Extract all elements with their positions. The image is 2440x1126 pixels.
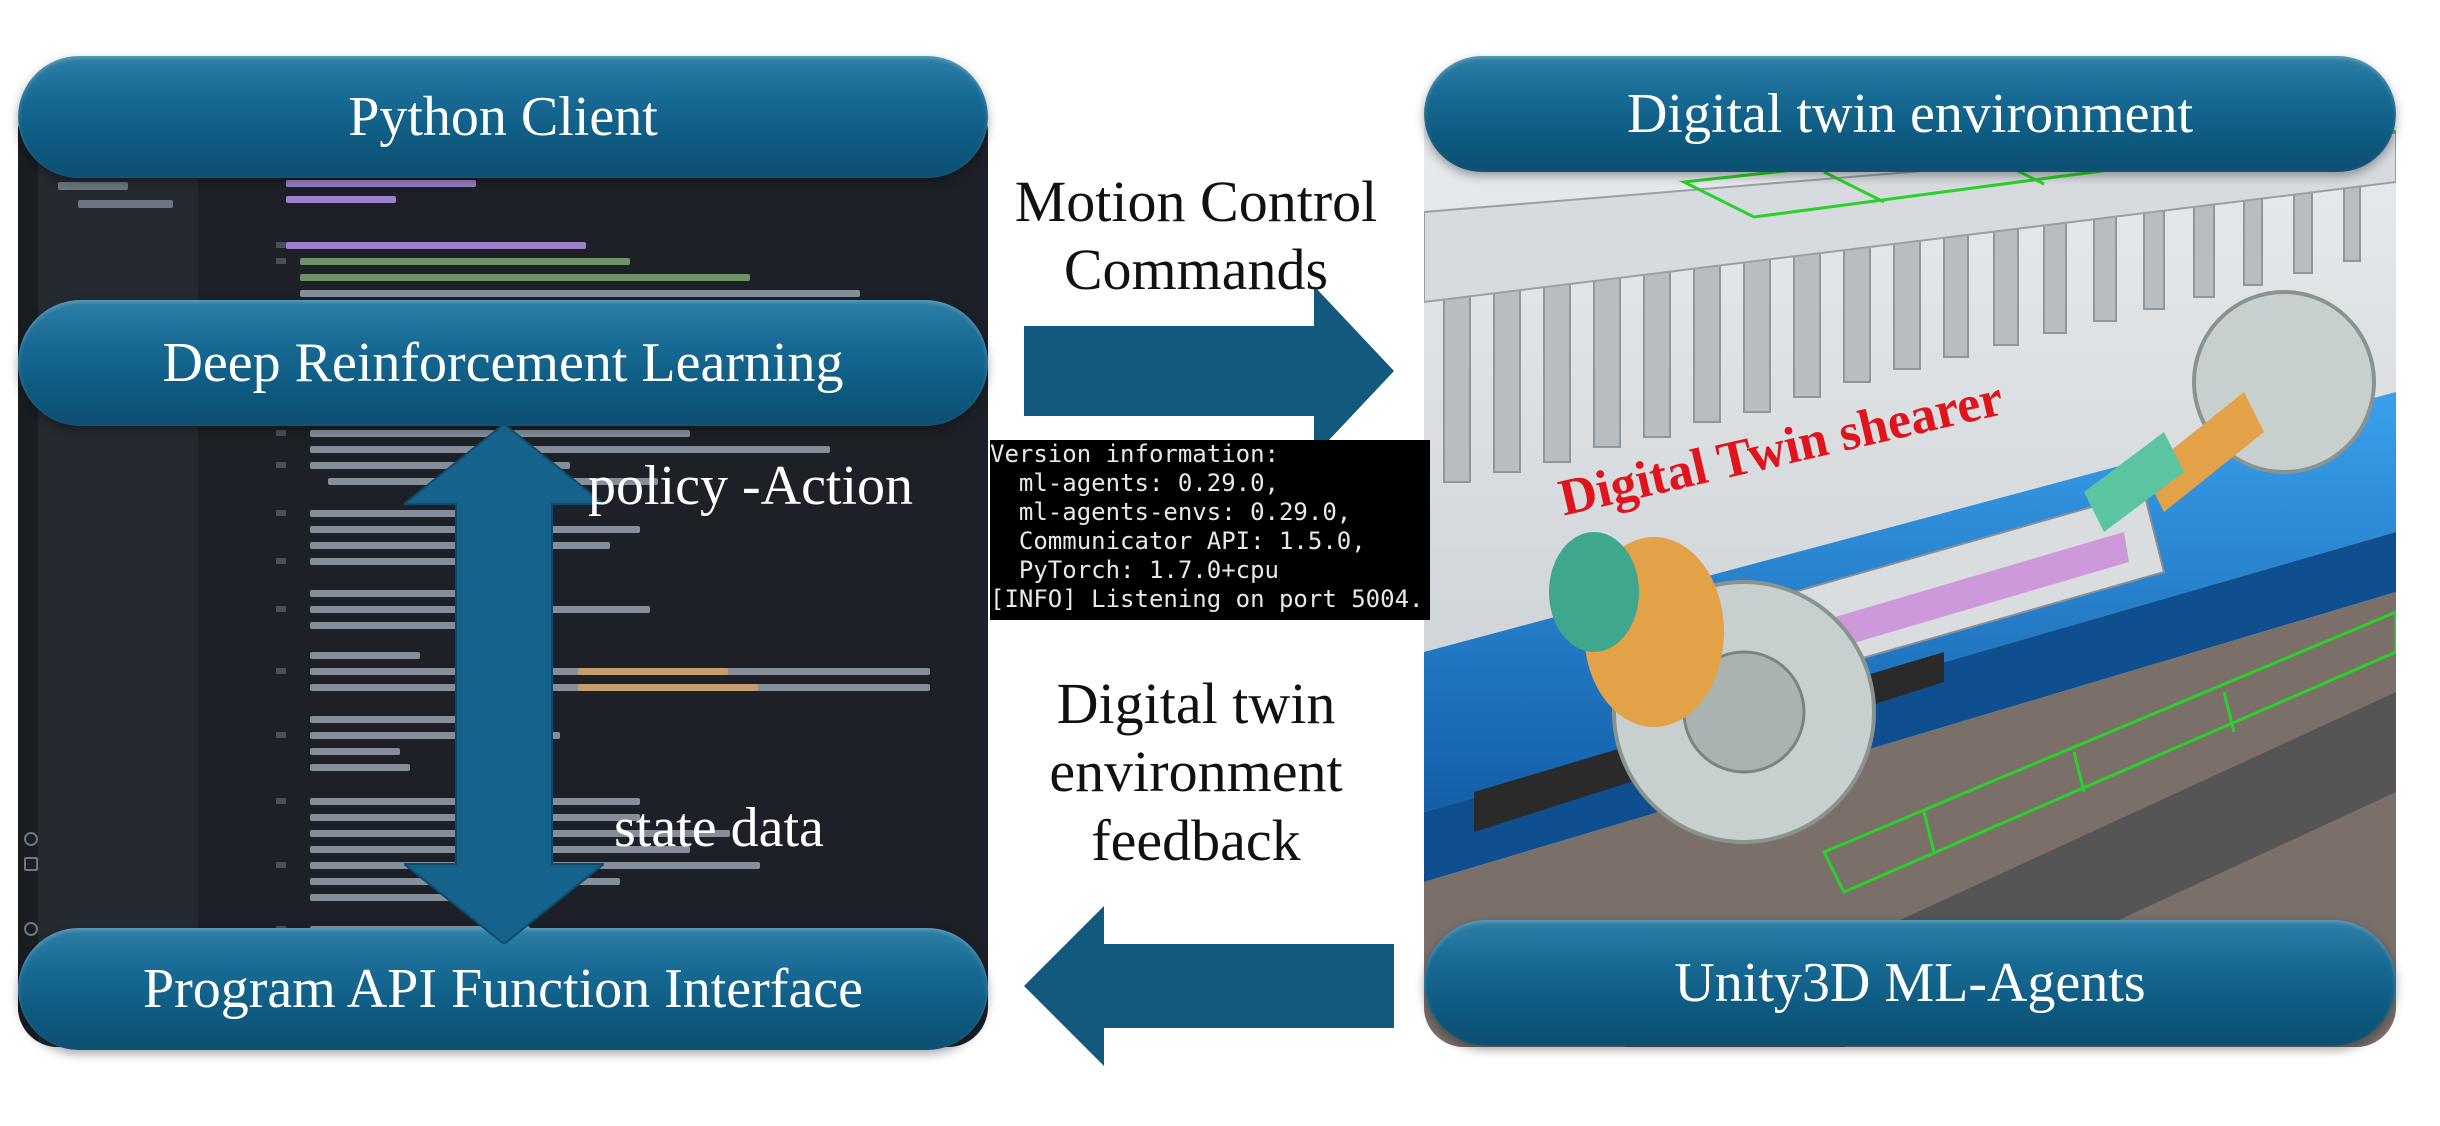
policy-action-label: policy -Action bbox=[588, 455, 914, 517]
digital-twin-panel bbox=[1424, 92, 2396, 1047]
feedback-label: Digital twin environment feedback bbox=[996, 670, 1396, 875]
terminal-line: PyTorch: 1.7.0+cpu bbox=[990, 556, 1279, 584]
feedback-line2: environment bbox=[1049, 739, 1343, 805]
policy-state-double-arrow bbox=[404, 424, 604, 944]
feedback-line1: Digital twin bbox=[1056, 671, 1336, 736]
clock-icon bbox=[24, 922, 38, 936]
motion-control-arrow bbox=[1024, 286, 1394, 456]
terminal-line: [INFO] Listening on port 5004. bbox=[990, 585, 1424, 613]
terminal-line: Communicator API: 1.5.0, bbox=[990, 527, 1366, 555]
feedback-arrow bbox=[1024, 906, 1394, 1066]
motion-control-line2: Commands bbox=[1063, 237, 1329, 303]
motion-control-label: Motion Control Commands bbox=[996, 168, 1396, 305]
terminal-line: ml-agents: 0.29.0, bbox=[990, 469, 1279, 497]
ide-sidebar bbox=[18, 92, 198, 1047]
api-interface-pill: Program API Function Interface bbox=[18, 928, 988, 1050]
digital-twin-title: Digital twin environment bbox=[1424, 56, 2396, 172]
terminal-line: Version information: bbox=[990, 440, 1279, 468]
gear-icon bbox=[24, 832, 38, 846]
motion-control-line1: Motion Control bbox=[1014, 169, 1378, 234]
feedback-line3: feedback bbox=[1091, 807, 1301, 873]
file-tree-item bbox=[78, 200, 173, 208]
version-terminal: Version information: ml-agents: 0.29.0, … bbox=[990, 440, 1430, 620]
digital-twin-scene bbox=[1424, 92, 2396, 1047]
terminal-line: ml-agents-envs: 0.29.0, bbox=[990, 498, 1352, 526]
state-data-label: state data bbox=[614, 797, 824, 859]
file-tree-item bbox=[58, 182, 128, 190]
layers-icon bbox=[24, 857, 38, 871]
drl-label-pill: Deep Reinforcement Learning bbox=[18, 300, 988, 426]
python-client-title: Python Client bbox=[18, 56, 988, 178]
ml-agents-pill: Unity3D ML-Agents bbox=[1424, 920, 2396, 1046]
